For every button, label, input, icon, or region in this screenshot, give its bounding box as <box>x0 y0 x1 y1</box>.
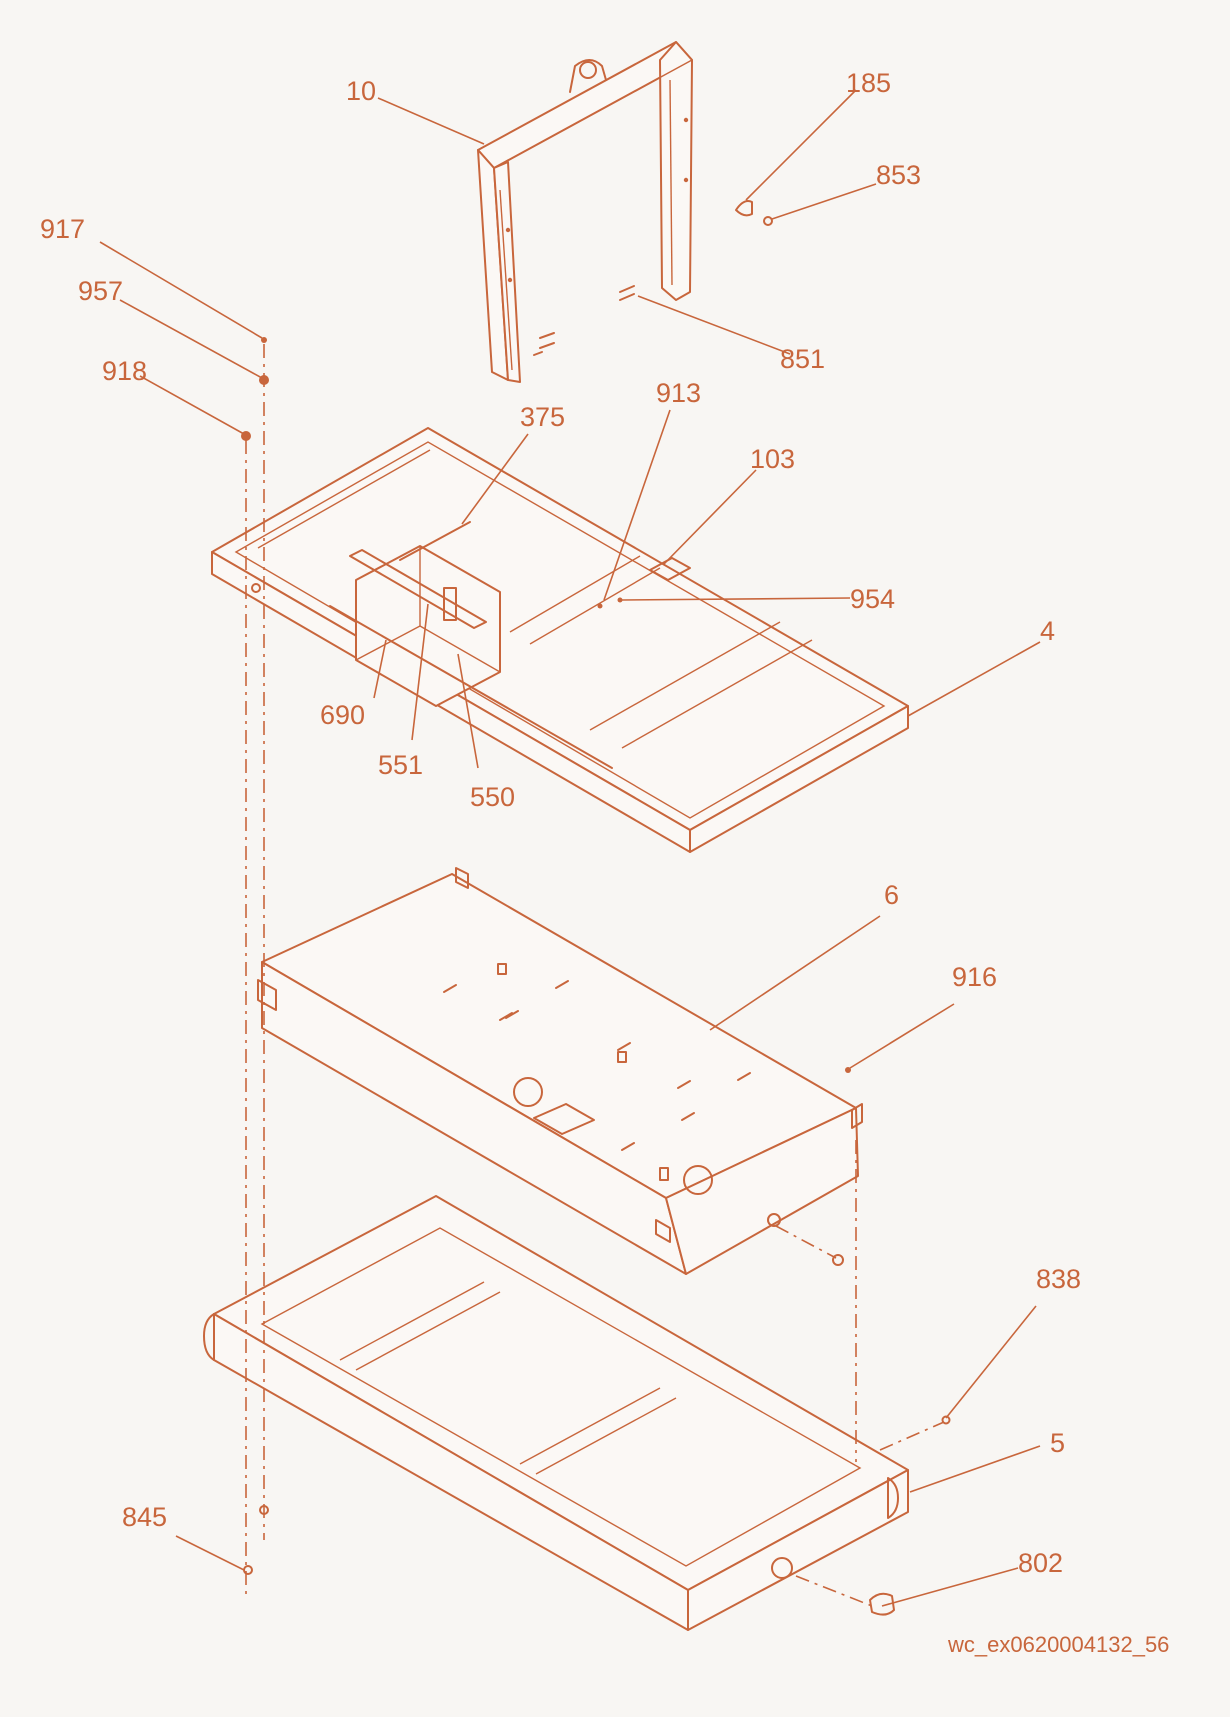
callout-6: 6 <box>884 880 899 910</box>
drawing-reference-code: wc_ex0620004132_56 <box>947 1632 1169 1657</box>
callout-913: 913 <box>656 378 701 408</box>
callout-845: 845 <box>122 1502 167 1532</box>
callout-918: 918 <box>102 356 147 386</box>
part-185-clip <box>735 200 753 217</box>
callout-917: 917 <box>40 214 85 244</box>
part-5-base-frame <box>203 1195 951 1631</box>
callout-802: 802 <box>1018 1548 1063 1578</box>
callout-551: 551 <box>378 750 423 780</box>
assembly-centerlines <box>241 337 945 1607</box>
callout-5: 5 <box>1050 1428 1065 1458</box>
callout-916: 916 <box>952 962 997 992</box>
callout-labels: 10 185 853 917 957 918 851 375 913 103 9… <box>40 68 1081 1578</box>
callout-375: 375 <box>520 402 565 432</box>
callout-103: 103 <box>750 444 795 474</box>
callout-954: 954 <box>850 584 895 614</box>
callout-4: 4 <box>1040 616 1055 646</box>
callout-185: 185 <box>846 68 891 98</box>
callout-957: 957 <box>78 276 123 306</box>
callout-838: 838 <box>1036 1264 1081 1294</box>
leader-lines <box>99 89 1041 1607</box>
callout-550: 550 <box>470 782 515 812</box>
part-6-tray <box>257 867 863 1275</box>
callout-10: 10 <box>346 76 376 106</box>
callout-690: 690 <box>320 700 365 730</box>
part-10-lifting-frame <box>477 41 693 383</box>
callout-851: 851 <box>780 344 825 374</box>
callout-853: 853 <box>876 160 921 190</box>
part-853-nut <box>763 216 773 226</box>
part-4-upper-frame <box>211 427 909 853</box>
